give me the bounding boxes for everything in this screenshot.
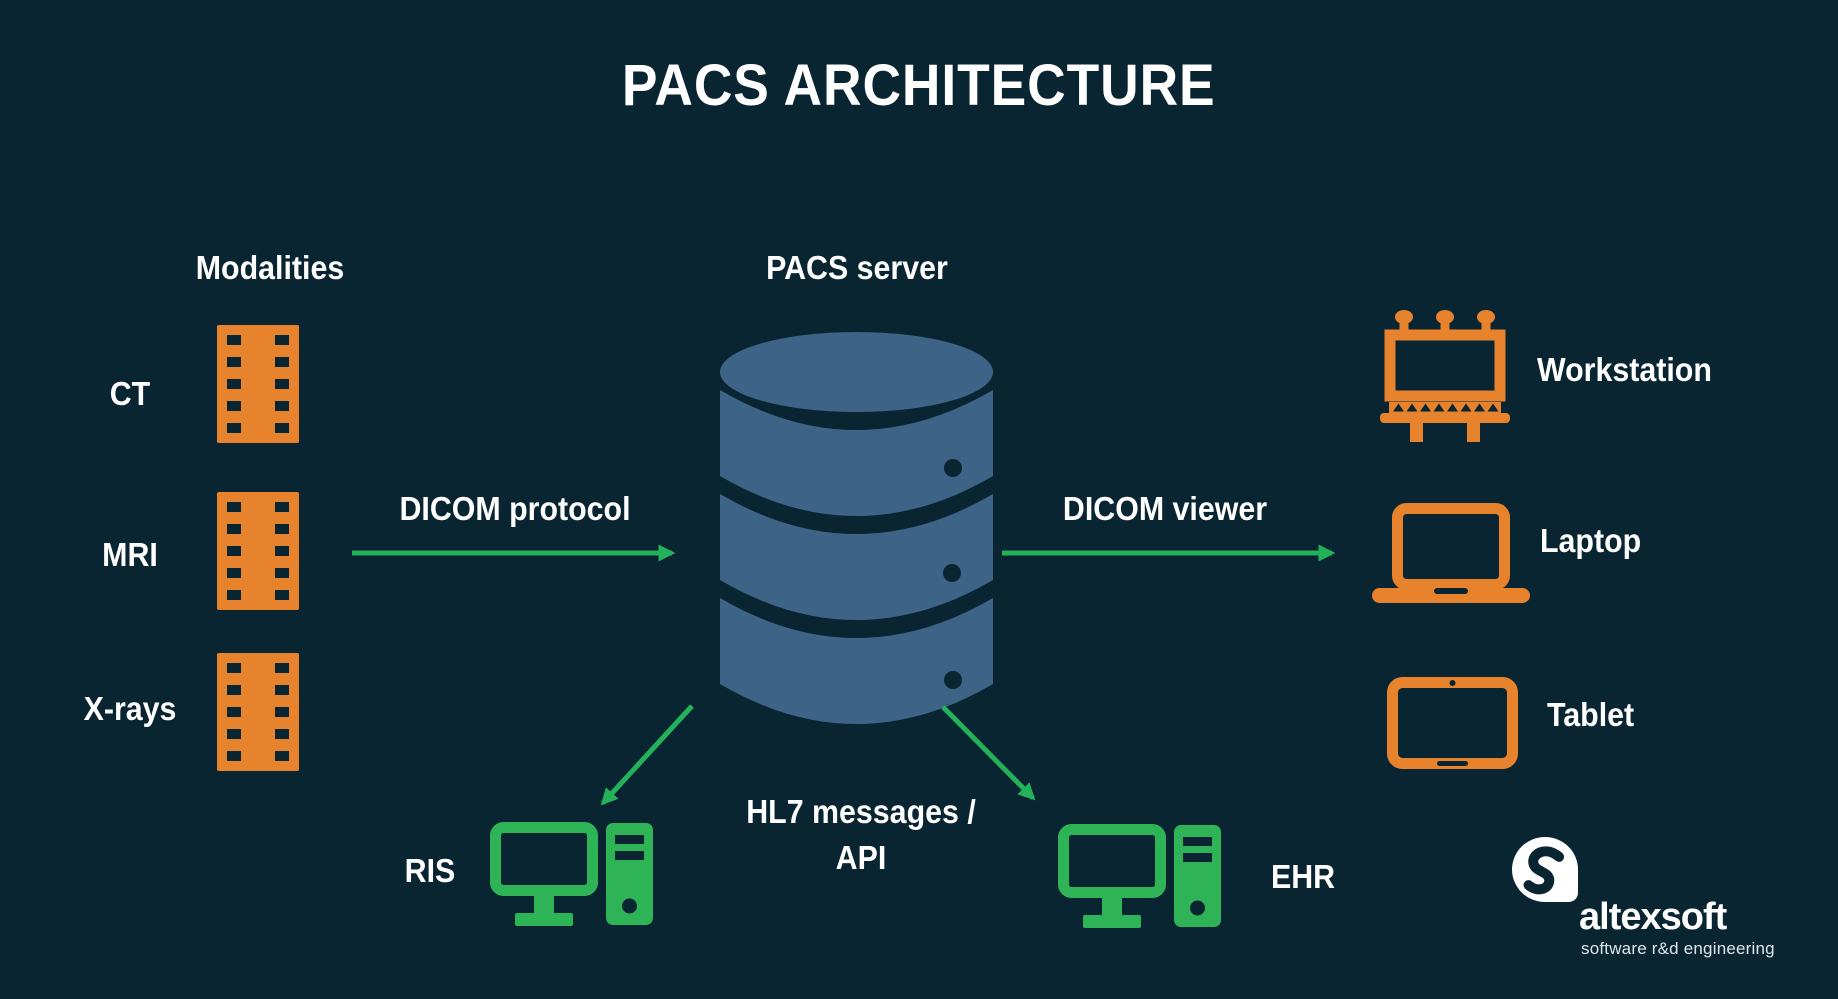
film-strip-icon [217,653,299,771]
arrow-server-to-ehr [941,705,1036,801]
billboard-workstation-icon [1380,310,1510,442]
altexsoft-tagline: software r&d engineering [1581,939,1775,958]
film-strip-icon [217,325,299,443]
modality-label-mri: MRI [102,536,158,573]
modalities-heading: Modalities [195,249,345,286]
altexsoft-logo-icon [1512,837,1578,902]
tablet-icon [1387,677,1518,769]
client-label-tablet: Tablet [1547,696,1635,733]
dicom-protocol-label: DICOM protocol [399,490,631,527]
page-title: PACS ARCHITECTURE [0,52,1838,119]
modality-label-xrays: X-rays [83,690,177,727]
altexsoft-wordmark: altexsoft [1579,896,1727,938]
hl7-api-label: HL7 messages / API [746,793,976,876]
pacs-server-heading: PACS server [766,249,948,286]
client-label-workstation: Workstation [1537,351,1712,388]
client-label-laptop: Laptop [1540,522,1642,559]
altexsoft-s-glyph [1523,846,1565,895]
desktop-computer-icon [1058,824,1221,928]
laptop-icon [1372,503,1530,603]
modality-label-ct: CT [109,375,151,412]
arrow-server-to-ris [600,704,694,806]
desktop-computer-icon [490,822,653,926]
database-icon [720,332,993,724]
page-title-text: PACS ARCHITECTURE [622,53,1216,118]
system-label-ris: RIS [404,852,456,889]
system-label-ehr: EHR [1270,858,1336,895]
dicom-viewer-label: DICOM viewer [1062,490,1268,527]
film-strip-icon [217,492,299,610]
